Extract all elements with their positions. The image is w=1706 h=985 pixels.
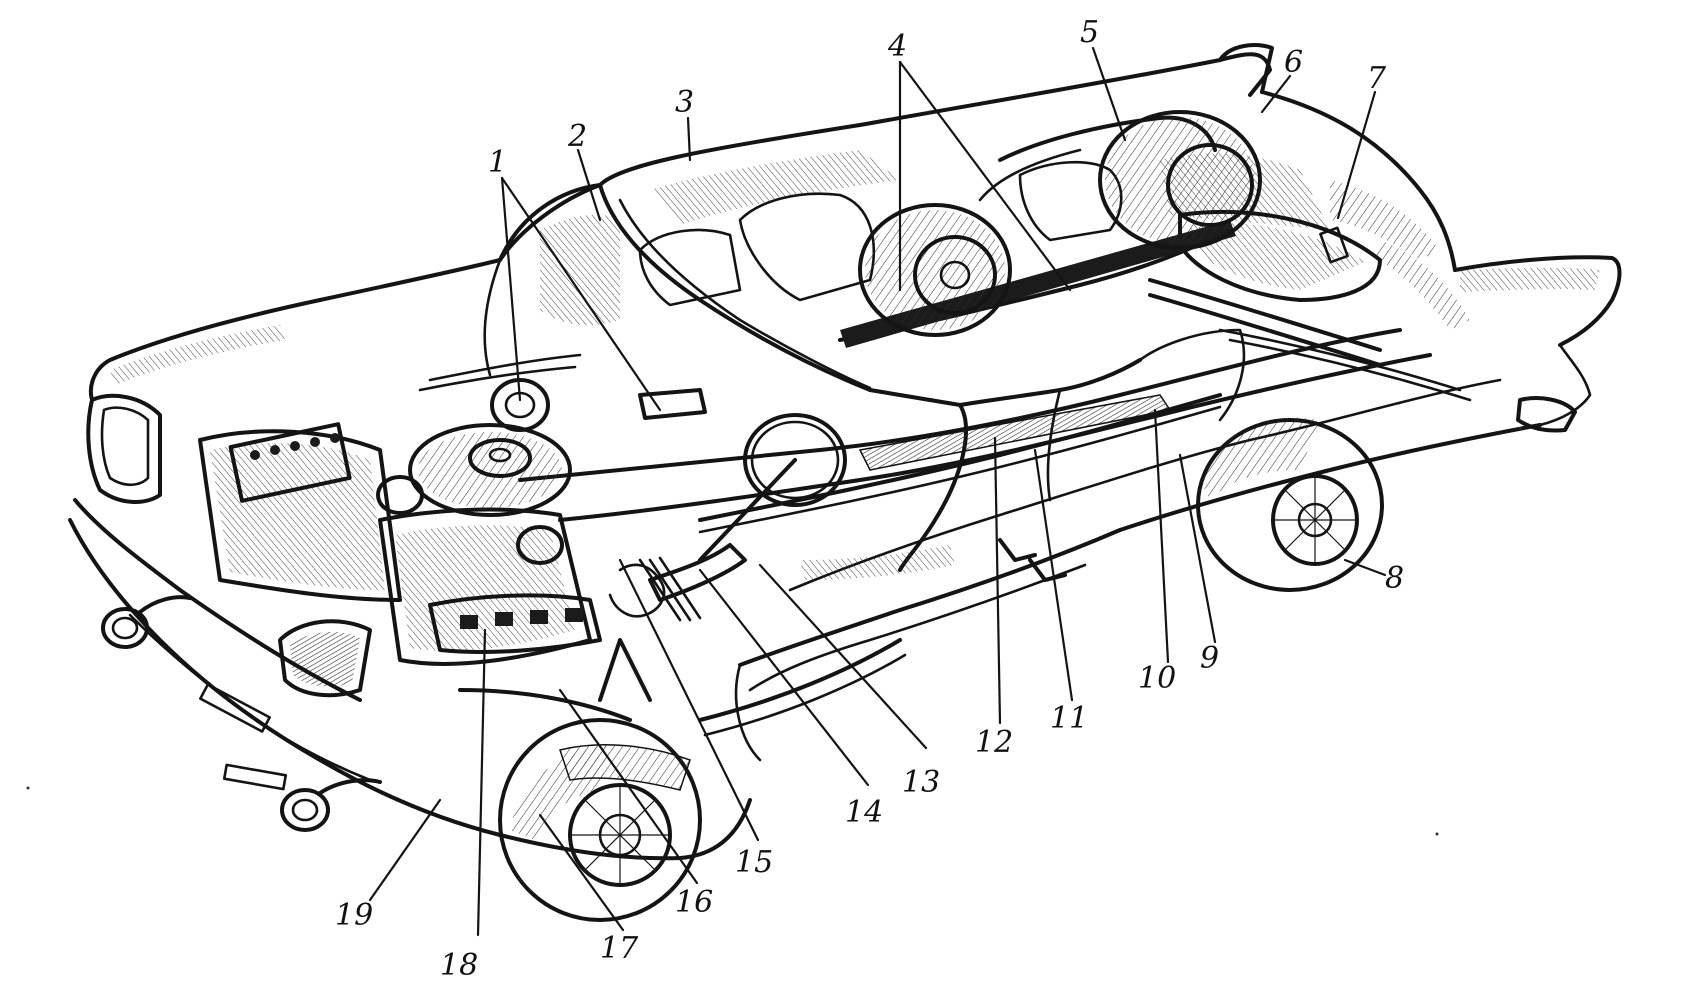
leader-lines bbox=[368, 46, 1387, 937]
callout-1: 1 bbox=[488, 145, 507, 180]
callout-7: 7 bbox=[1367, 61, 1387, 96]
callout-11: 11 bbox=[1050, 701, 1088, 736]
callout-labels: 1 2 3 4 5 6 7 8 9 10 11 12 13 14 15 16 1… bbox=[335, 15, 1404, 983]
rear-wheel bbox=[1196, 417, 1384, 592]
callout-17: 17 bbox=[600, 931, 639, 966]
callout-15: 15 bbox=[735, 845, 773, 880]
callout-18: 18 bbox=[440, 948, 478, 983]
callout-13: 13 bbox=[902, 765, 940, 800]
callout-14: 14 bbox=[845, 795, 883, 830]
callout-2: 2 bbox=[567, 119, 587, 154]
spare-wheel-rear bbox=[1098, 110, 1262, 250]
car-body bbox=[68, 43, 1622, 861]
callout-16: 16 bbox=[675, 885, 713, 920]
spare-wheel-upper bbox=[858, 203, 1012, 337]
callout-5: 5 bbox=[1080, 15, 1099, 50]
callout-9: 9 bbox=[1200, 641, 1219, 676]
engine-assembly bbox=[198, 353, 907, 791]
callout-3: 3 bbox=[675, 85, 694, 120]
callout-4: 4 bbox=[887, 29, 907, 64]
callout-8: 8 bbox=[1385, 561, 1404, 596]
callout-19: 19 bbox=[335, 898, 373, 933]
print-specks bbox=[26, 426, 1522, 836]
callout-12: 12 bbox=[975, 725, 1013, 760]
body-shading bbox=[110, 240, 1600, 580]
callout-10: 10 bbox=[1138, 661, 1176, 696]
battery-cells bbox=[250, 433, 340, 460]
callout-6: 6 bbox=[1284, 45, 1303, 80]
